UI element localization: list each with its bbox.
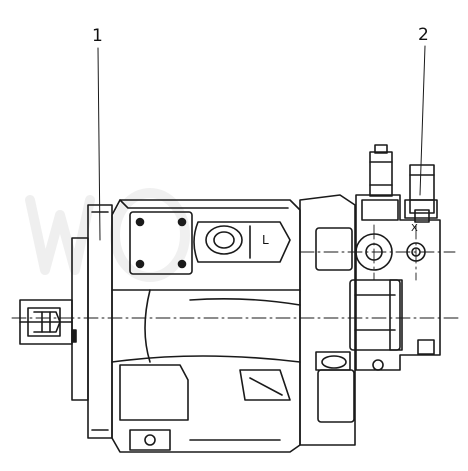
port-x-label: X xyxy=(411,223,418,234)
port-l-label: L xyxy=(262,233,269,247)
port-plate xyxy=(299,194,393,446)
callout-2-label: 2 xyxy=(418,25,429,45)
drive-shaft xyxy=(19,299,73,345)
callout-2-leader xyxy=(419,45,426,196)
centerlines xyxy=(11,224,461,319)
callout-1-label: 1 xyxy=(92,26,103,46)
callout-1-leader xyxy=(97,47,101,241)
watermark xyxy=(25,188,190,282)
pump-housing xyxy=(111,199,301,453)
adjustment-screw-right xyxy=(409,164,435,223)
control-valve xyxy=(349,194,441,371)
adjustment-screw-left xyxy=(369,144,393,197)
port-l-boss xyxy=(193,221,291,263)
